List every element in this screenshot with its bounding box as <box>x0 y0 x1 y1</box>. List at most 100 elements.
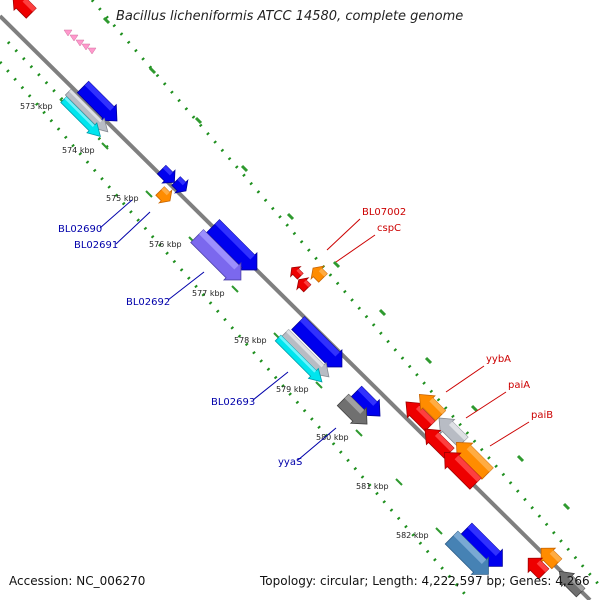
tick-mark-580 <box>355 429 363 437</box>
gene-arrow-light-579-highlight <box>286 329 324 368</box>
gene-arrow-pink-1[interactable] <box>69 34 79 42</box>
forward-track-line-inner <box>0 61 472 600</box>
gene-label-BL02691[interactable]: BL02691 <box>74 240 118 251</box>
gene-arrow-pink-3[interactable] <box>81 43 91 51</box>
track-dash <box>470 404 479 413</box>
gene-arrow-yyaS[interactable] <box>336 393 368 425</box>
gene-label-paiA[interactable]: paiA <box>508 380 530 391</box>
gene-arrow-gray-583-highlight <box>569 575 585 592</box>
gene-arrow-BL02692[interactable] <box>190 229 242 281</box>
gene-leader-BL07002 <box>326 218 361 251</box>
gene-arrow-BL02693[interactable] <box>274 334 323 383</box>
gene-arrow-BL02691-highlight <box>161 186 170 196</box>
gene-arrow-red-580[interactable] <box>424 428 455 459</box>
tick-label-575: 575 kbp <box>106 194 139 203</box>
gene-arrow-BL02692-highlight <box>198 229 239 270</box>
gene-arrow-blue-580-highlight <box>357 386 378 406</box>
gene-arrow-pink-2[interactable] <box>75 39 85 47</box>
gene-arrow-light-573[interactable] <box>64 88 109 133</box>
gene-leader-BL02690 <box>99 199 133 229</box>
gene-leader-cspC <box>335 234 376 263</box>
gene-arrow-red-577-highlight <box>303 280 311 288</box>
gene-arrow-blue-578[interactable] <box>291 316 343 368</box>
gene-label-BL02693[interactable]: BL02693 <box>211 397 255 408</box>
track-dash <box>148 66 157 75</box>
topology-label: Topology: circular; Length: 4,222,597 bp… <box>260 574 590 588</box>
track-dash <box>378 308 387 317</box>
gene-arrow-blue-578-highlight <box>299 316 340 357</box>
gene-arrow-steel-582-highlight <box>453 531 487 564</box>
tick-label-577: 577 kbp <box>192 289 225 298</box>
gene-arrow-blue-573[interactable] <box>76 80 118 122</box>
gene-arrow-blue-575b-highlight <box>177 176 186 186</box>
gene-label-BL07002[interactable]: BL07002 <box>362 207 406 218</box>
gene-arrow-yybA[interactable] <box>418 393 447 422</box>
tick-mark-579 <box>315 381 323 389</box>
tick-label-579: 579 kbp <box>276 385 309 394</box>
tick-label-578: 578 kbp <box>234 336 267 345</box>
gene-arrow-blue-575a-highlight <box>162 165 173 176</box>
gene-arrow-paiA[interactable] <box>405 401 436 432</box>
gene-arrow-red-580-highlight <box>434 432 454 452</box>
track-dash <box>424 356 433 365</box>
gene-arrow-light-580-highlight <box>448 421 468 441</box>
gene-arrow-gray-583[interactable] <box>558 570 586 598</box>
gene-arrow-blue-573-highlight <box>84 81 115 111</box>
track-dash <box>286 212 295 221</box>
gene-leader-paiB <box>489 421 530 447</box>
gene-arrow-light-573-highlight <box>69 89 103 123</box>
gene-arrow-BL07002[interactable] <box>290 266 304 280</box>
gene-arrow-paiB-highlight <box>466 445 494 472</box>
tick-label-574: 574 kbp <box>62 146 95 155</box>
gene-arrow-red-582-highlight <box>536 560 549 573</box>
gene-arrow-red-572-highlight <box>22 0 37 12</box>
gene-leader-yyaS <box>297 427 337 461</box>
gene-arrow-red-581-highlight <box>454 455 482 482</box>
gene-arrow-light-580[interactable] <box>438 417 469 448</box>
tick-label-581: 581 kbp <box>356 482 389 491</box>
gene-arrow-pink-0[interactable] <box>63 29 73 37</box>
tick-label-573: 573 kbp <box>20 102 53 111</box>
gene-arrow-red-582[interactable] <box>527 557 550 580</box>
gene-arrow-blue-582-highlight <box>467 523 501 556</box>
gene-arrow-cyan-573-highlight <box>64 96 95 128</box>
track-dash <box>332 260 341 269</box>
gene-leader-BL02691 <box>115 211 151 245</box>
gene-label-BL02690[interactable]: BL02690 <box>58 224 102 235</box>
gene-arrow-BL07002-highlight <box>296 268 304 276</box>
gene-label-yyaS[interactable]: yyaS <box>278 457 302 468</box>
gene-arrow-yyaS-highlight <box>344 394 365 414</box>
gene-arrow-cyan-573[interactable] <box>60 96 101 137</box>
gene-arrow-orange-582[interactable] <box>540 547 563 570</box>
accession-label: Accession: NC_006270 <box>9 574 146 588</box>
track-dash <box>102 16 111 25</box>
gene-arrow-cspC-highlight <box>318 268 328 277</box>
gene-arrow-BL02693-highlight <box>278 335 317 373</box>
gene-label-BL02692[interactable]: BL02692 <box>126 297 170 308</box>
tick-mark-575 <box>145 190 153 198</box>
tick-label-582: 582 kbp <box>396 531 429 540</box>
gene-arrow-red-581[interactable] <box>444 452 482 490</box>
gene-arrow-yybA-highlight <box>429 397 446 415</box>
gene-leader-paiA <box>465 391 507 419</box>
track-dash <box>194 116 203 125</box>
gene-leader-BL02693 <box>252 371 289 401</box>
tick-label-576: 576 kbp <box>149 240 182 249</box>
gene-label-yybA[interactable]: yybA <box>486 354 511 365</box>
gene-arrow-orange-582-highlight <box>549 550 562 563</box>
tick-mark-581 <box>395 478 403 486</box>
gene-label-paiB[interactable]: paiB <box>531 410 553 421</box>
track-dash <box>240 164 249 173</box>
tick-mark-582 <box>435 527 443 535</box>
gene-arrow-steel-582[interactable] <box>444 530 489 575</box>
map-title: Bacillus licheniformis ATCC 14580, compl… <box>116 9 464 24</box>
gene-arrow-pink-4[interactable] <box>87 47 97 55</box>
gene-label-cspC[interactable]: cspC <box>377 223 401 234</box>
tick-mark-577 <box>231 285 239 293</box>
gene-arrow-blue-576-highlight <box>214 219 255 260</box>
gene-arrow-blue-575a[interactable] <box>156 164 176 184</box>
gene-leader-yybA <box>445 365 485 393</box>
reverse-track-line-outer <box>90 0 600 587</box>
